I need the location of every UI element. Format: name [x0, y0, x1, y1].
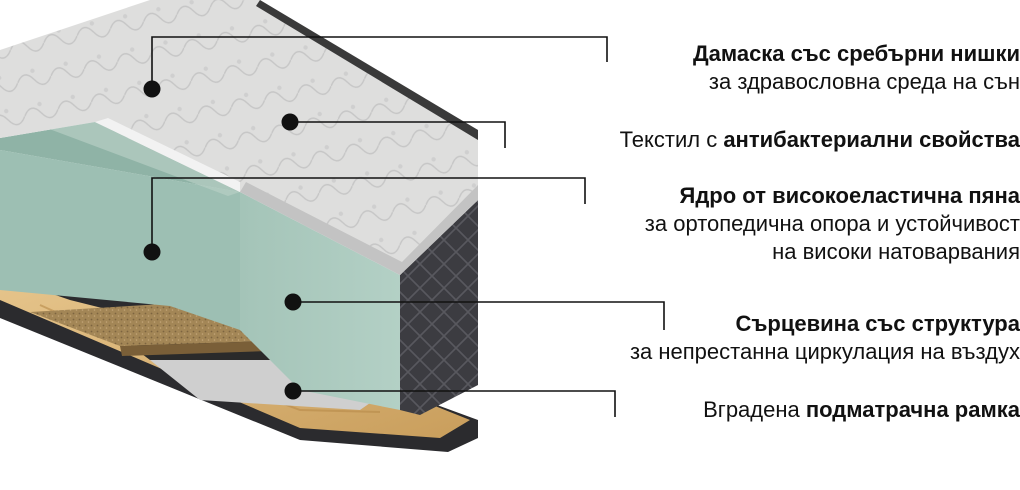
callout-4-title: Сърцевина със структура	[735, 311, 1020, 336]
foam-core-front	[240, 192, 400, 410]
callout-label-3: Ядро от високоеластична пяна за ортопеди…	[645, 182, 1020, 266]
callout-5-prefix: Вградена	[703, 397, 806, 422]
callout-3-subtitle: за ортопедична опора и устойчивост	[644, 211, 1020, 236]
callout-dot-4	[284, 293, 302, 311]
leader-line-3	[151, 177, 586, 252]
leader-line-4	[293, 301, 665, 330]
callout-5-title: подматрачна рамка	[805, 397, 1020, 422]
callout-4-subtitle: за непрестанна циркулация на въздух	[629, 339, 1020, 364]
callout-dot-3	[143, 243, 161, 261]
leader-line-1	[151, 36, 608, 89]
callout-3-subtitle-2: на високи натоварвания	[772, 239, 1020, 264]
callout-label-4: Сърцевина със структура за непрестанна ц…	[630, 310, 1020, 366]
callout-label-5: Вградена подматрачна рамка	[703, 396, 1020, 424]
callout-dot-2	[281, 113, 299, 131]
leader-line-5	[293, 390, 616, 417]
side-fabric	[400, 200, 478, 415]
callout-2-prefix: Текстил с	[619, 127, 724, 152]
callout-1-title: Дамаска със сребърни нишки	[692, 41, 1020, 66]
callout-label-2: Текстил с антибактериални свойства	[620, 126, 1020, 154]
leader-line-2	[290, 121, 506, 148]
quilted-top	[0, 0, 478, 275]
callout-1-subtitle: за здравословна среда на сън	[708, 69, 1020, 94]
foam-core-left	[0, 150, 240, 330]
callout-3-title: Ядро от високоеластична пяна	[679, 183, 1020, 208]
callout-label-1: Дамаска със сребърни нишки за здравослов…	[693, 40, 1020, 96]
callout-dot-5	[284, 382, 302, 400]
callout-2-title: антибактериални свойства	[723, 127, 1020, 152]
callout-dot-1	[143, 80, 161, 98]
